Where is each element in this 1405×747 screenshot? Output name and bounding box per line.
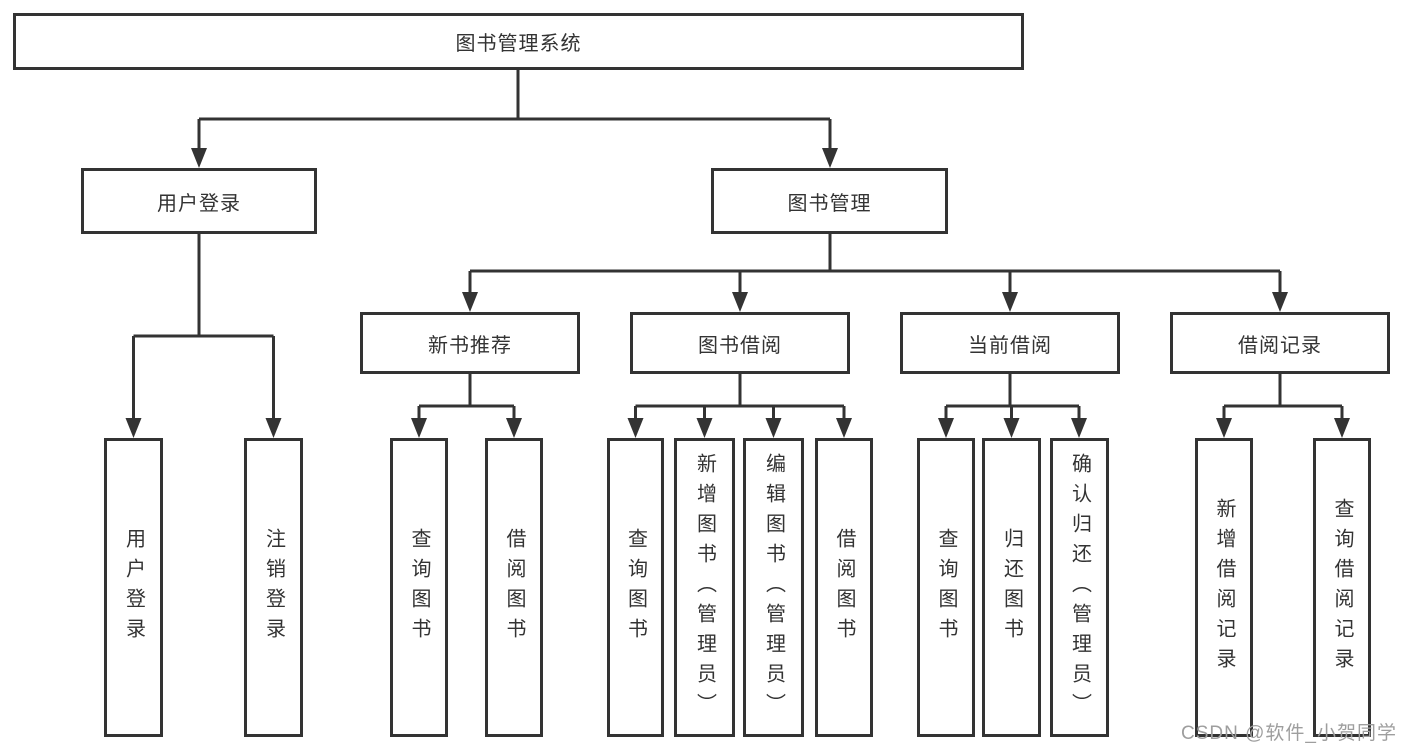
leaf-label: 查询图书 [624,527,647,648]
leaf-label: 确认归还（管理员） [1068,452,1091,723]
leaf-label: 借阅图书 [833,527,855,648]
arrowhead [506,418,522,438]
connectors-user-login-children [125,234,282,438]
connectors-current-borrowing-children [938,374,1087,438]
arrowhead [411,418,427,438]
leaf-query-books-recommend: 查询图书 [390,438,448,737]
leaf-label: 编辑图书（管理员） [762,452,785,723]
arrowhead [462,292,478,312]
arrowhead [1002,292,1018,312]
arrowhead [125,418,142,438]
arrowhead [938,418,954,438]
arrowhead [1071,418,1087,438]
leaf-borrow-books-recommend: 借阅图书 [485,438,543,737]
leaf-label: 归还图书 [1000,527,1023,648]
leaf-label: 新增图书（管理员） [693,452,716,723]
connectors-book-borrowing-children [627,374,852,438]
leaf-logout-login: 注销登录 [244,438,303,737]
leaf-user-login: 用户登录 [104,438,163,737]
leaf-label: 查询图书 [935,527,957,648]
leaf-query-books-current: 查询图书 [917,438,975,737]
arrowhead [822,148,838,168]
leaf-label: 新增借阅记录 [1213,497,1235,678]
arrowhead [732,292,748,312]
arrowhead [696,418,713,438]
node-user-login: 用户登录 [81,168,317,234]
connectors-book-management-children [462,234,1288,312]
node-new-book-recommendation: 新书推荐 [360,312,580,374]
leaf-query-books-borrowing: 查询图书 [607,438,664,737]
leaf-return-books: 归还图书 [982,438,1041,737]
connectors-borrowing-records-children [1216,374,1350,438]
arrowhead [836,418,852,438]
leaf-label: 查询借阅记录 [1331,497,1353,678]
arrowhead [627,418,644,438]
leaf-label: 注销登录 [262,527,285,648]
node-book-borrowing: 图书借阅 [630,312,850,374]
leaf-label: 用户登录 [122,527,145,648]
arrowhead [1216,418,1232,438]
watermark: CSDN @软件_小贺同学 [1181,723,1397,744]
leaf-label: 查询图书 [408,527,430,648]
node-borrowing-records: 借阅记录 [1170,312,1390,374]
node-book-management: 图书管理 [711,168,948,234]
leaf-edit-books-admin: 编辑图书（管理员） [743,438,804,737]
leaf-confirm-return-admin: 确认归还（管理员） [1050,438,1109,737]
connectors-root-to-level2 [191,70,838,168]
node-current-borrowing: 当前借阅 [900,312,1120,374]
node-library-management-system: 图书管理系统 [13,13,1024,70]
arrowhead [1334,418,1350,438]
arrowhead [1272,292,1288,312]
arrowhead [265,418,282,438]
leaf-label: 借阅图书 [503,527,525,648]
leaf-add-books-admin: 新增图书（管理员） [674,438,735,737]
leaf-borrow-books-borrowing: 借阅图书 [815,438,873,737]
arrowhead [765,418,782,438]
connectors-new-book-recommendation-children [411,374,522,438]
arrowhead [191,148,207,168]
arrowhead [1003,418,1020,438]
leaf-query-borrow-record: 查询借阅记录 [1313,438,1371,737]
leaf-add-borrow-record: 新增借阅记录 [1195,438,1253,737]
